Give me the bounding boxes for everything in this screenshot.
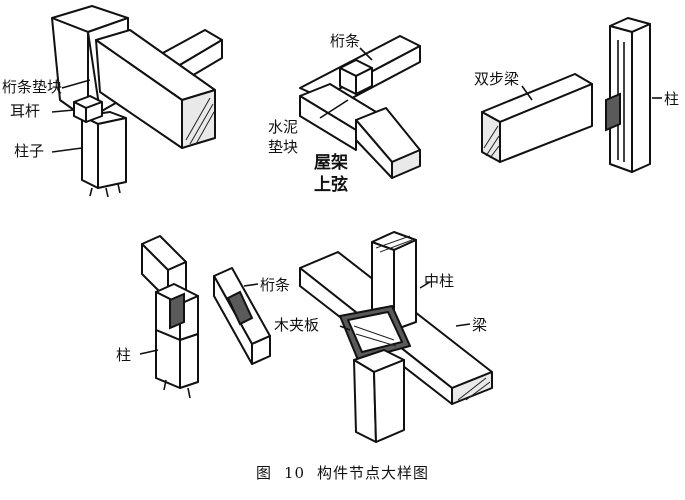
label-truss-1: 屋架 [314, 152, 348, 173]
drawing-midcolumn-beam-splint [299, 231, 493, 443]
label-purlin-block: 桁条垫块 [2, 78, 62, 96]
label-column-2: 柱 [664, 90, 679, 108]
label-truss-2: 上弦 [314, 174, 348, 195]
caption-fig: 图 [255, 464, 272, 482]
label-purlin-1: 桁条 [330, 32, 360, 50]
label-mid-column: 中柱 [424, 272, 454, 290]
drawing-double-beam-column [481, 17, 662, 173]
caption-number: 10 [283, 464, 306, 482]
label-purlin-2: 桁条 [260, 276, 290, 294]
caption-title: 构件节点大样图 [317, 464, 430, 482]
label-column-1: 柱子 [14, 142, 44, 160]
label-cement-1: 水泥 [268, 118, 298, 136]
label-cement-2: 垫块 [268, 138, 298, 156]
drawing-column-purlin-tenon [139, 235, 271, 399]
label-beam: 梁 [472, 316, 487, 334]
drawing-column-purlin-joint [51, 5, 223, 198]
figure-caption: 图 10 构件节点大样图 [0, 462, 685, 483]
drawing-truss-cement-block [299, 35, 421, 179]
label-wood-splint: 木夹板 [274, 316, 319, 334]
label-ear-tie: 耳杆 [10, 102, 40, 120]
label-double-beam: 双步梁 [474, 70, 519, 88]
label-column-3: 柱 [116, 346, 131, 364]
